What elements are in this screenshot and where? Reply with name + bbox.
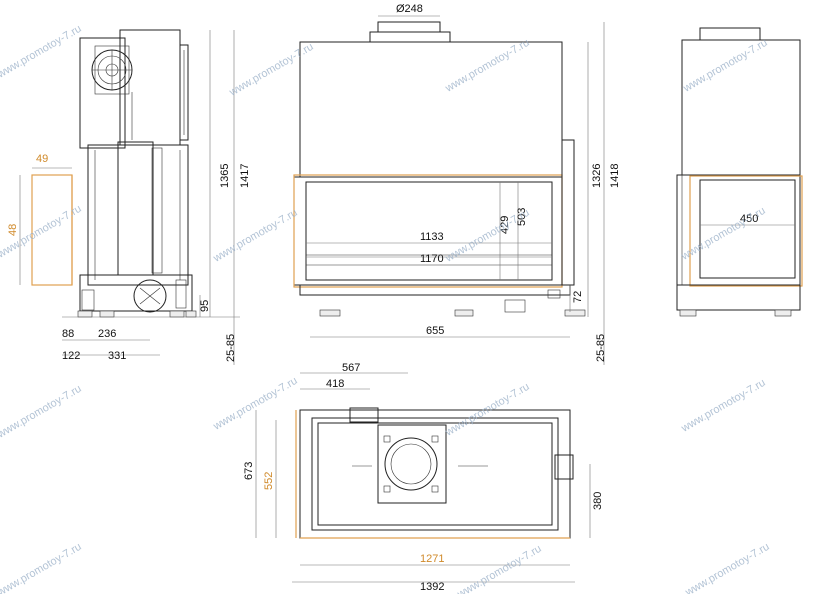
watermark: www.promotoy-7.ru	[227, 41, 316, 99]
dim-49: 49	[36, 153, 48, 165]
dim-diameter-248: Ø248	[396, 3, 423, 15]
dim-380: 380	[592, 492, 604, 510]
watermark: www.promotoy-7.ru	[683, 541, 772, 594]
left-side-view: 49 48 88 236 122 331 95 1365 1417 25-85	[7, 29, 251, 365]
front-view: Ø248 1133 1170 429 503 655 72 1326 1418 …	[293, 3, 621, 365]
dim-673: 673	[243, 462, 255, 480]
top-view: 567 418 673 552 380 1271 1392	[243, 362, 604, 593]
watermark: www.promotoy-7.ru	[0, 383, 84, 441]
dim-503: 503	[516, 208, 528, 226]
dim-567: 567	[342, 362, 360, 374]
dim-122: 122	[62, 350, 80, 362]
watermark: www.promotoy-7.ru	[211, 375, 300, 433]
dim-25-85-left: 25-85	[225, 334, 237, 362]
dim-236: 236	[98, 328, 116, 340]
dim-429: 429	[499, 216, 511, 234]
dim-1365: 1365	[219, 164, 231, 188]
dim-88: 88	[62, 328, 74, 340]
watermark: www.promotoy-7.ru	[679, 205, 768, 263]
dim-1417: 1417	[239, 164, 251, 188]
dim-95: 95	[199, 300, 211, 312]
dim-1133: 1133	[420, 231, 444, 243]
dim-418: 418	[326, 378, 344, 390]
watermark: www.promotoy-7.ru	[443, 37, 532, 95]
watermark: www.promotoy-7.ru	[455, 543, 544, 594]
dim-72: 72	[572, 291, 584, 303]
dim-1271: 1271	[420, 553, 444, 565]
dim-orange-height: 48	[7, 224, 19, 236]
dim-1418: 1418	[609, 164, 621, 188]
dim-331: 331	[108, 350, 126, 362]
dim-450: 450	[740, 213, 758, 225]
watermarks: www.promotoy-7.ru www.promotoy-7.ru www.…	[0, 23, 772, 594]
dim-1326: 1326	[591, 164, 603, 188]
watermark: www.promotoy-7.ru	[679, 377, 768, 435]
dim-552: 552	[263, 472, 275, 490]
watermark: www.promotoy-7.ru	[0, 541, 84, 594]
right-side-view: 450	[676, 27, 803, 317]
watermark: www.promotoy-7.ru	[0, 23, 84, 81]
dim-655: 655	[426, 325, 444, 337]
watermark: www.promotoy-7.ru	[211, 207, 300, 265]
watermark: www.promotoy-7.ru	[681, 37, 770, 95]
dim-1392: 1392	[420, 581, 444, 593]
dim-25-85-front: 25-85	[595, 334, 607, 362]
dim-1170: 1170	[420, 253, 444, 265]
